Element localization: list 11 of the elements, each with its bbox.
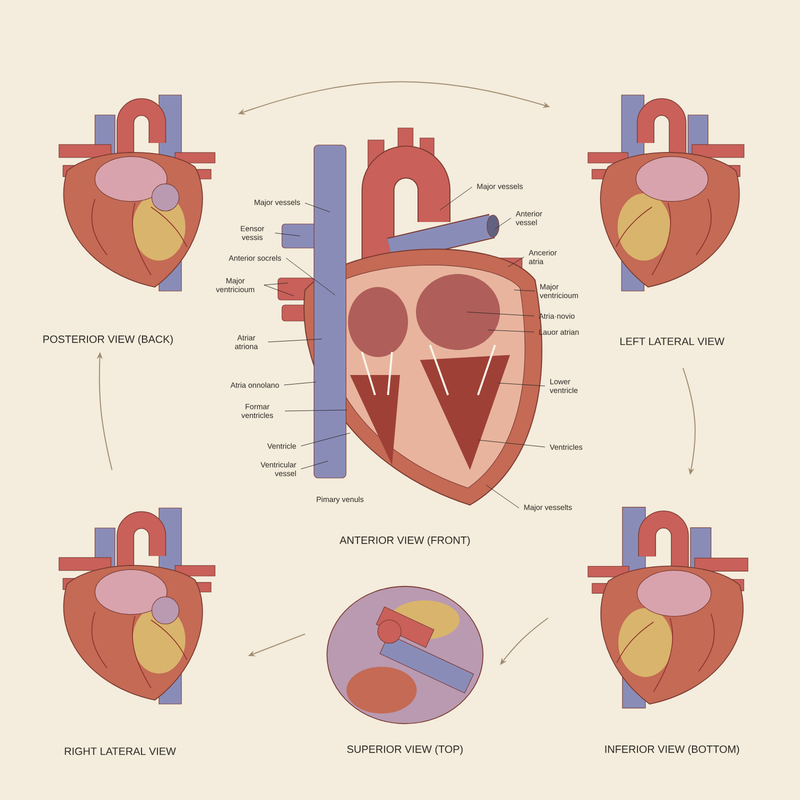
leader-line (264, 284, 294, 296)
view-caption: POSTERIOR VIEW (BACK) (43, 335, 173, 345)
view-caption: RIGHT LATERAL VIEW (64, 748, 176, 756)
leader-line (440, 186, 472, 210)
view-caption: LEFT LATERAL VIEW (620, 338, 724, 345)
leader-line (264, 282, 288, 286)
view-caption: SUPERIOR VIEW (TOP) (347, 745, 463, 755)
leader-line (494, 218, 512, 230)
view-caption: ANTERIOR VIEW (FRONT) (340, 536, 470, 546)
leader-line (274, 232, 300, 236)
view-caption: INFERIOR VIEW (BOTTOM) (605, 745, 740, 755)
